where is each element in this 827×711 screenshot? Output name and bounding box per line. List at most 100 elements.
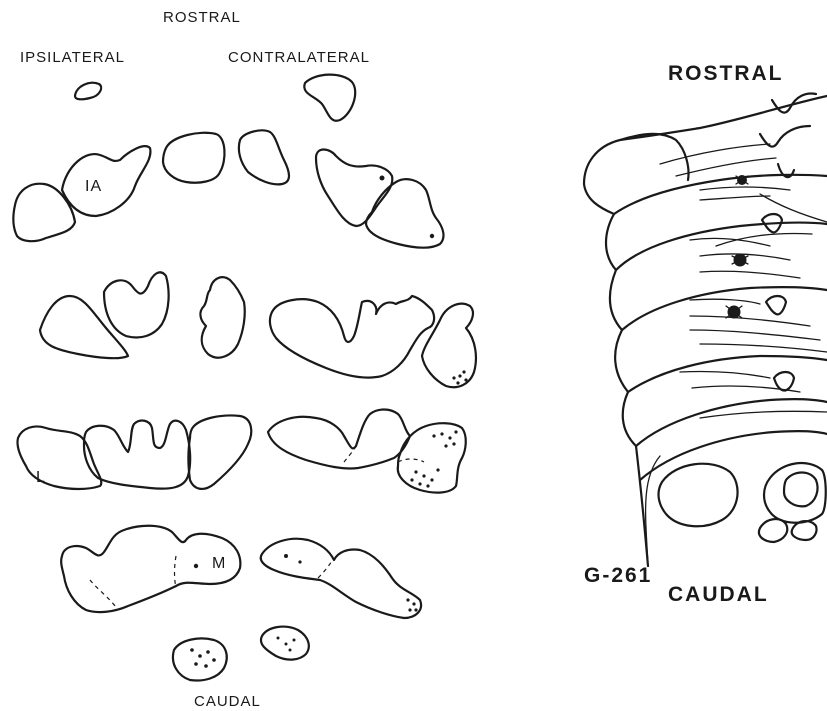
section-3-ipsi-medial-outline [189, 415, 252, 488]
section-4-contra-outline [261, 539, 421, 618]
label-dot [284, 554, 288, 558]
region-m-label: M [212, 555, 226, 572]
caudal-nucleus-right-inner [784, 473, 818, 507]
label-dot [458, 374, 461, 377]
caudal-lobe-right [792, 521, 817, 540]
lesion-mark-1 [736, 175, 748, 185]
fibre-striation [680, 371, 770, 378]
section-row-5 [173, 627, 309, 681]
section-1-ipsi-ia-outline [62, 146, 150, 216]
label-dot [430, 234, 434, 238]
contralateral-label: CONTRALATERAL [228, 49, 370, 66]
label-dot [190, 648, 194, 652]
midline-notch-5 [766, 296, 786, 314]
label-dot [430, 478, 433, 481]
section-layer-2-outline [616, 223, 827, 270]
fibre-striation [760, 194, 827, 222]
brainstem-outer-contour [584, 96, 827, 566]
label-dot [454, 430, 457, 433]
label-dot [452, 376, 455, 379]
section-top-left-outline [75, 83, 101, 100]
section-2-contra-lateral-outline [422, 304, 476, 388]
midline-notch-1 [772, 94, 816, 113]
label-dot [444, 444, 447, 447]
section-4-boundary-dashed-b [175, 556, 177, 588]
label-dot [198, 654, 202, 658]
label-dot [456, 381, 459, 384]
left-caudal-label: CAUDAL [194, 693, 261, 710]
lesion-mark-3 [726, 306, 742, 319]
caudal-lobe-left [759, 519, 787, 542]
midline-notch-6 [774, 372, 794, 391]
label-dot-cluster [410, 430, 457, 487]
section-3-contra-dashed-line [398, 459, 424, 462]
left-rostral-label: ROSTRAL [163, 9, 241, 26]
fibre-striation [690, 330, 820, 340]
brainstem-inner-contour-1 [620, 134, 689, 180]
label-dot [432, 434, 435, 437]
section-2-contra-medial-outline [270, 296, 434, 378]
section-row-3: L [17, 410, 465, 493]
midline-notch-2 [760, 126, 810, 147]
section-row-1: IA [13, 130, 443, 247]
section-3-contra-medial-outline [268, 410, 410, 469]
label-dot [422, 474, 425, 477]
label-dot [285, 643, 288, 646]
label-dot [452, 442, 455, 445]
ipsilateral-label: IPSILATERAL [20, 49, 125, 66]
left-panel-section-series: ROSTRAL IPSILATERAL CONTRALATERAL IA [13, 9, 476, 710]
caudal-nucleus-left [659, 464, 738, 527]
section-3-ipsi-lateral-outline [17, 426, 101, 489]
label-dot [212, 658, 216, 662]
section-1-ipsi-medial-outline [163, 133, 225, 183]
fibre-striation [700, 187, 790, 190]
label-dot [436, 468, 439, 471]
label-dot [293, 639, 296, 642]
label-dot [206, 650, 210, 654]
section-1-contra-medial-outline [239, 130, 289, 184]
label-dot [298, 560, 301, 563]
label-dot [406, 598, 409, 601]
label-dot [194, 564, 198, 568]
label-dot [414, 608, 417, 611]
section-2-ipsi-medial-outline [200, 277, 244, 357]
label-dot [277, 637, 280, 640]
fibre-striation [700, 196, 770, 200]
fibre-striation [700, 411, 827, 418]
lesion-mark-2 [732, 254, 748, 267]
label-dot [410, 478, 413, 481]
section-4-boundary-dashed-a [90, 580, 118, 610]
section-layer-1-outline [614, 175, 827, 214]
fibre-striation [700, 344, 827, 352]
specimen-label: G-261 [584, 564, 652, 587]
right-caudal-label: CAUDAL [668, 583, 769, 606]
region-ia-label: IA [85, 178, 102, 195]
label-dot [426, 484, 429, 487]
label-dot [464, 378, 467, 381]
label-dot [380, 176, 385, 181]
label-dot [194, 662, 198, 666]
label-dot-cluster [406, 598, 417, 611]
section-1-ipsi-lateral-outline [13, 184, 75, 242]
label-dot [408, 608, 411, 611]
label-dot-cluster [190, 648, 216, 668]
section-2-ipsi-ia-outline [104, 272, 169, 337]
section-4-contra-dashed-line [318, 558, 334, 578]
section-row-2 [40, 272, 476, 387]
label-dot [412, 602, 415, 605]
label-dot [204, 664, 208, 668]
label-dot-cluster [277, 637, 296, 652]
fibre-striation [700, 271, 800, 278]
section-5-ipsi-outline [173, 638, 227, 680]
section-3-ipsi-ia-outline [84, 421, 190, 489]
fibre-striation [676, 158, 776, 176]
section-top-right-outline [304, 75, 355, 121]
label-dot [418, 482, 421, 485]
right-panel-tract-drawing: ROSTRAL [584, 62, 827, 606]
region-l-label: L [36, 469, 46, 486]
section-row-4: M [61, 526, 421, 618]
label-dot [462, 370, 465, 373]
label-dot [289, 649, 292, 652]
label-dot [414, 470, 417, 473]
